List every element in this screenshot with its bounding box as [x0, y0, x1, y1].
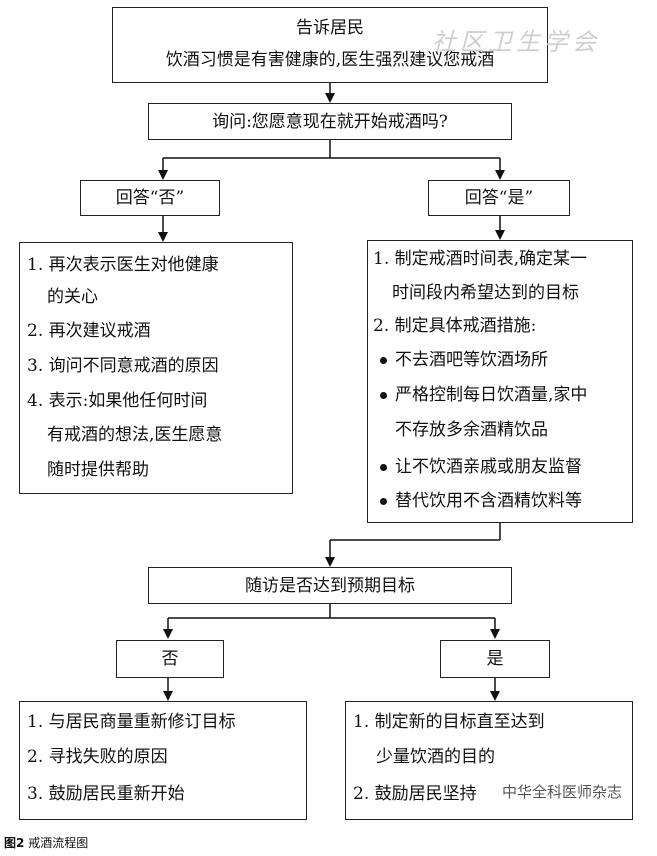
no-steps-box: [19, 242, 293, 494]
figure-caption: 图2 戒酒流程图: [4, 834, 88, 851]
inform-title: 告诉居民: [296, 18, 364, 38]
yes-measure-2: 严格控制每日饮酒量,家中: [380, 384, 587, 406]
yes-measure-4-text: 替代饮用不含酒精饮料等: [395, 491, 582, 511]
fail-steps-box: [19, 701, 307, 820]
fail-step-3: 3. 鼓励居民重新开始: [27, 784, 185, 804]
watermark-bottom: 中华全科医师杂志: [502, 783, 623, 801]
answer-no-box: [80, 180, 220, 216]
success-step-2: 2. 鼓励居民坚持: [353, 784, 477, 804]
inform-box: [112, 7, 548, 83]
answer-yes-label: 回答“是”: [464, 188, 534, 208]
caption-label: 图2: [4, 836, 25, 850]
no-step-2: 2. 再次建议戒酒: [27, 321, 151, 341]
caption-text: 戒酒流程图: [28, 836, 89, 850]
ask-box: [148, 103, 512, 140]
no-step-1b: 的关心: [47, 287, 98, 307]
no-step-4a: 4. 表示:如果他任何时间: [27, 391, 208, 411]
result-yes-label: 是: [486, 649, 504, 669]
fail-step-1: 1. 与居民商量重新修订目标: [27, 712, 236, 732]
bullet-icon: [380, 464, 387, 471]
answer-no-label: 回答“否”: [115, 188, 185, 208]
yes-steps-box: [367, 240, 633, 523]
inform-text: 饮酒习惯是有害健康的,医生强烈建议您戒酒: [165, 50, 495, 70]
followup-text: 随访是否达到预期目标: [245, 576, 415, 596]
fail-step-2: 2. 寻找失败的原因: [27, 747, 168, 767]
yes-step-1a: 1. 制定戒酒时间表,确定某一: [373, 249, 588, 269]
no-step-4c: 随时提供帮助: [47, 460, 149, 480]
success-step-1a: 1. 制定新的目标直至达到: [353, 712, 545, 732]
ask-text: 询问:您愿意现在就开始戒酒吗?: [212, 112, 448, 132]
yes-measure-2b: 不存放多余酒精饮品: [395, 420, 548, 440]
bullet-icon: [380, 392, 387, 399]
yes-step-1b: 时间段内希望达到的目标: [392, 283, 579, 303]
result-no-label: 否: [161, 649, 179, 669]
yes-measure-3: 让不饮酒亲戚或朋友监督: [380, 456, 582, 478]
result-no-box: [116, 640, 224, 678]
yes-measure-1-text: 不去酒吧等饮酒场所: [395, 350, 548, 370]
yes-measure-3-text: 让不饮酒亲戚或朋友监督: [395, 457, 582, 477]
success-step-1b: 少量饮酒的目的: [376, 747, 495, 767]
bullet-icon: [380, 357, 387, 364]
answer-yes-box: [428, 180, 570, 216]
bullet-icon: [380, 498, 387, 505]
success-steps-box: [345, 701, 633, 820]
yes-measure-4: 替代饮用不含酒精饮料等: [380, 490, 582, 512]
result-yes-box: [440, 640, 550, 678]
yes-measure-1: 不去酒吧等饮酒场所: [380, 349, 548, 371]
no-step-1a: 1. 再次表示医生对他健康: [27, 255, 219, 275]
yes-step-2: 2. 制定具体戒酒措施:: [373, 316, 537, 336]
no-step-4b: 有戒酒的想法,医生愿意: [47, 425, 223, 445]
followup-box: [148, 567, 512, 604]
no-step-3: 3. 询问不同意戒酒的原因: [27, 356, 219, 376]
watermark-top: 社区卫生学会: [432, 28, 600, 56]
yes-measure-2-text: 严格控制每日饮酒量,家中: [395, 385, 588, 405]
